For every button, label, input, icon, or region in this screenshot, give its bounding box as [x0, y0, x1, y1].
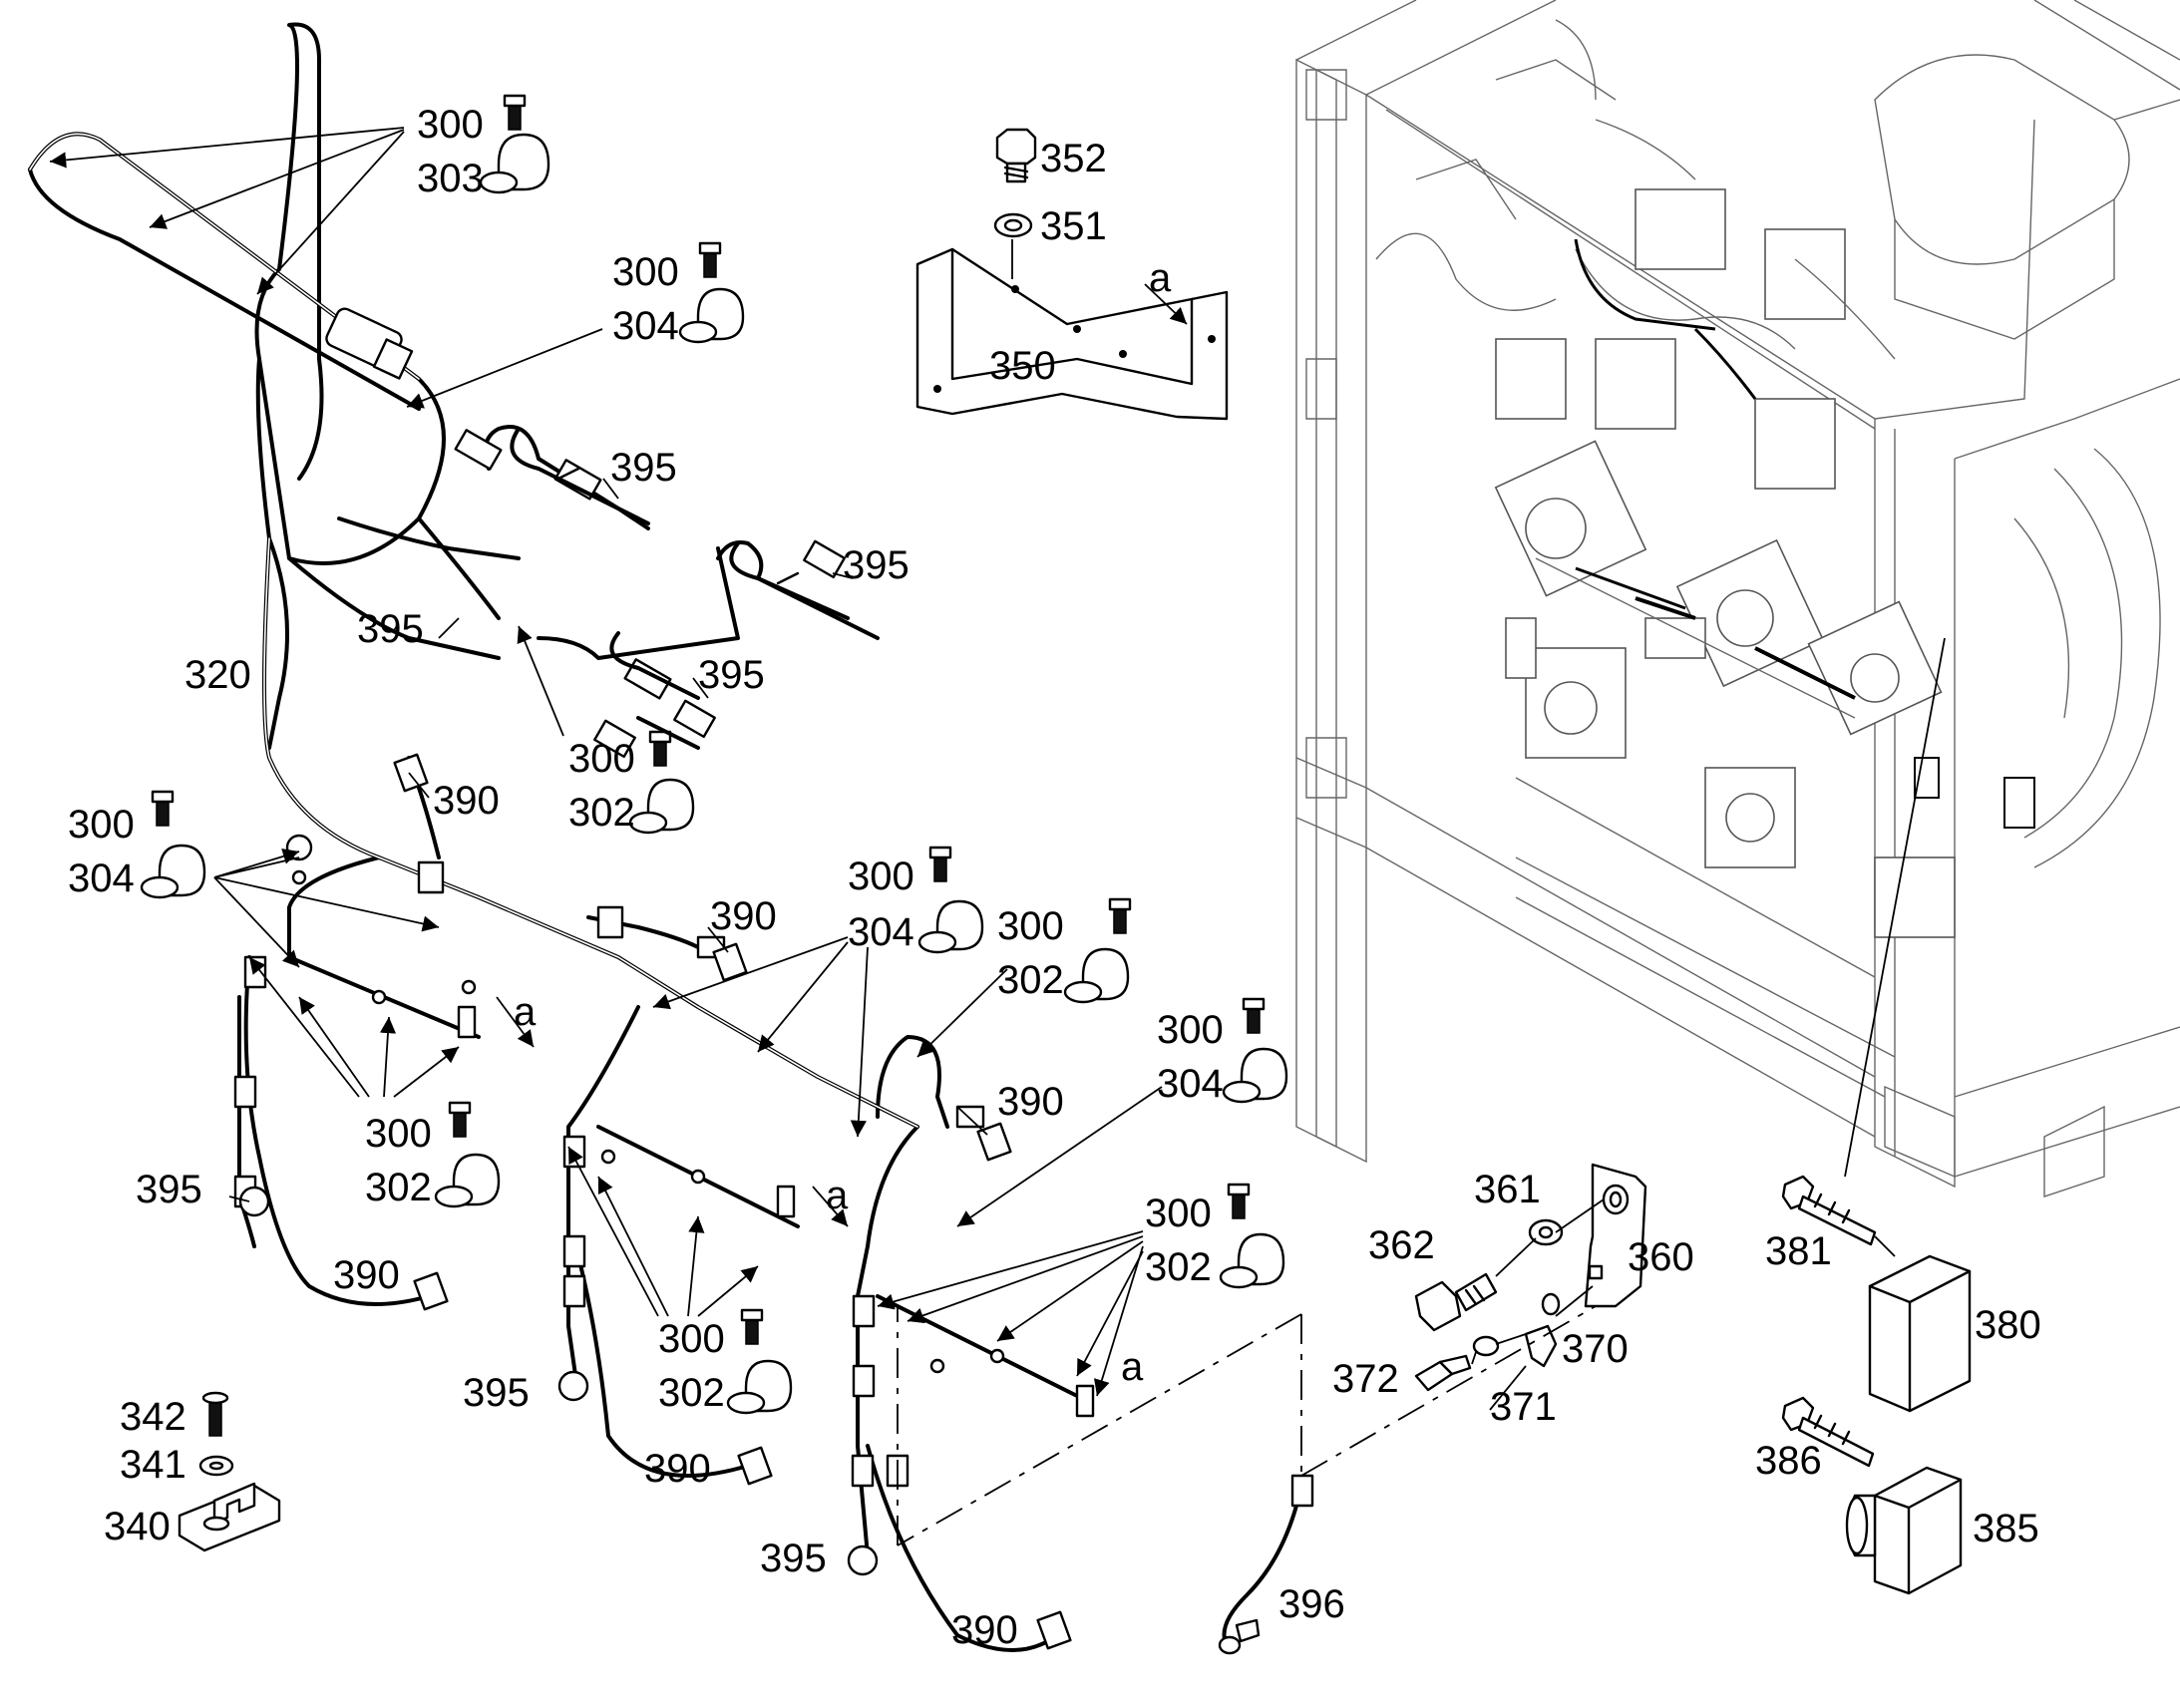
callout-302: 302 [568, 791, 635, 835]
leader-lines [49, 127, 1188, 1545]
callout-350: 350 [989, 344, 1056, 388]
callout-341: 341 [120, 1443, 186, 1487]
callout-395: 395 [463, 1371, 530, 1415]
callout-304: 304 [612, 304, 679, 348]
machine-frame-illustration [1295, 0, 2180, 1197]
clamp-set-304d [1222, 997, 1288, 1104]
callout-395: 395 [760, 1537, 827, 1580]
clamp-set-302c [434, 1101, 501, 1208]
callout-300: 300 [568, 737, 635, 781]
callout-390: 390 [333, 1253, 400, 1297]
clamp-set-304c [917, 846, 984, 954]
callout-395: 395 [843, 543, 909, 587]
callout-390: 390 [951, 1608, 1018, 1652]
callout-300: 300 [1157, 1008, 1224, 1052]
callout-300: 300 [612, 250, 679, 294]
callout-390: 390 [644, 1447, 711, 1491]
callout-342: 342 [120, 1395, 186, 1439]
callout-390: 390 [710, 894, 777, 938]
callout-361: 361 [1474, 1168, 1541, 1211]
callout-395: 395 [610, 446, 677, 490]
bolt-352 [995, 128, 1037, 183]
callout-320: 320 [184, 653, 251, 697]
callout-304: 304 [68, 856, 135, 900]
sensor-396 [897, 1305, 1597, 1655]
callout-302: 302 [658, 1371, 725, 1415]
callout-a: a [514, 990, 537, 1034]
callout-303: 303 [417, 157, 484, 200]
box-380-group [1781, 637, 1972, 1413]
callout-380: 380 [1975, 1303, 2041, 1347]
callout-386: 386 [1755, 1439, 1822, 1483]
callout-395: 395 [357, 607, 424, 651]
callout-300: 300 [658, 1317, 725, 1361]
sensor-395-upper [510, 427, 880, 750]
callout-labels: 300 303 300 304 352 351 350 a 395 395 39… [68, 103, 2041, 1652]
callout-390: 390 [433, 779, 500, 823]
callout-395: 395 [698, 653, 765, 697]
clip-340-group [178, 1391, 281, 1552]
callout-302: 302 [997, 958, 1064, 1002]
callout-302: 302 [365, 1166, 432, 1209]
callout-a: a [1149, 256, 1172, 300]
harness-white-core [29, 133, 918, 1128]
clamp-set-302a [628, 730, 695, 835]
callout-a: a [826, 1174, 849, 1217]
callout-a: a [1121, 1345, 1144, 1389]
clamp-set-302e [1219, 1183, 1285, 1289]
clamp-set-302d [726, 1308, 793, 1415]
bracket-360-group [1414, 1163, 1647, 1411]
callout-381: 381 [1765, 1229, 1832, 1273]
callout-396: 396 [1278, 1582, 1345, 1626]
callout-340: 340 [104, 1505, 171, 1548]
callout-300: 300 [1145, 1192, 1212, 1235]
callout-371: 371 [1490, 1385, 1557, 1429]
callout-304: 304 [1157, 1062, 1224, 1106]
callout-352: 352 [1040, 137, 1107, 180]
callout-370: 370 [1562, 1327, 1629, 1371]
callout-351: 351 [1040, 204, 1107, 248]
clamp-set-302b [1063, 897, 1132, 1004]
callout-362: 362 [1368, 1223, 1435, 1267]
callout-395: 395 [136, 1168, 202, 1211]
clamp-set-304b [140, 790, 206, 899]
callout-300: 300 [848, 854, 914, 898]
callout-300: 300 [997, 904, 1064, 948]
clamp-set-304a [678, 241, 745, 344]
callout-300: 300 [365, 1112, 432, 1156]
callout-385: 385 [1973, 1507, 2039, 1550]
callout-372: 372 [1332, 1357, 1399, 1401]
sensor-385-group [1781, 1396, 1963, 1595]
bracket-350 [915, 239, 1229, 421]
callout-300: 300 [68, 803, 135, 847]
clamp-set-top [479, 94, 550, 194]
callout-304: 304 [848, 910, 914, 954]
callout-360: 360 [1628, 1235, 1694, 1279]
callout-300: 300 [417, 103, 484, 147]
callout-390: 390 [997, 1080, 1064, 1124]
callout-302: 302 [1145, 1245, 1212, 1289]
washer-351 [993, 212, 1033, 238]
